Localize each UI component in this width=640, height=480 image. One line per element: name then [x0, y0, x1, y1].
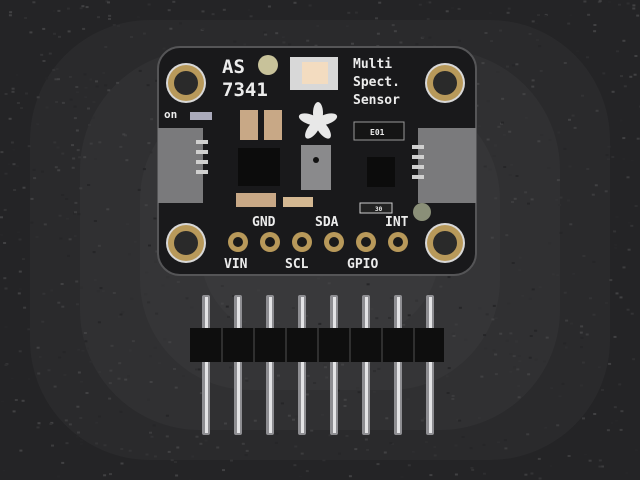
- stemma-connector-left: [158, 128, 203, 203]
- mounting-holes: [166, 63, 465, 263]
- as7341-sensor: [301, 145, 331, 190]
- pin-label-gnd: GND: [252, 215, 276, 230]
- power-led-label: on: [164, 108, 177, 121]
- capacitor: [283, 197, 313, 207]
- power-led: [190, 112, 212, 120]
- fiducial: [413, 203, 431, 221]
- pin-label-gpio: GPIO: [347, 257, 378, 272]
- description-line1: Multi: [353, 57, 392, 72]
- resistor: [359, 202, 393, 214]
- pin-header: [190, 295, 444, 435]
- pin-label-scl: SCL: [285, 257, 309, 272]
- adafruit-flower-logo: [298, 102, 338, 139]
- breakout-board: E01 30 AS 7341 Multi Spect. Sensor on GN…: [157, 46, 477, 276]
- level-shifter-chip: [367, 157, 395, 187]
- capacitor: [240, 110, 258, 140]
- ic-marking: E01: [370, 128, 385, 137]
- ic-e01: [353, 121, 405, 141]
- pin-label-sda: SDA: [315, 215, 339, 230]
- regulator-chip: [238, 148, 280, 186]
- chip-name-line1: AS: [222, 56, 245, 78]
- capacitor: [264, 110, 282, 140]
- resistor-marking: 30: [375, 206, 383, 213]
- stemma-connector-right: [418, 128, 476, 203]
- description-line2: Spect.: [353, 75, 400, 90]
- description-line3: Sensor: [353, 93, 400, 108]
- fiducial: [258, 55, 278, 75]
- pin-label-int: INT: [385, 215, 409, 230]
- chip-name-line2: 7341: [222, 79, 268, 101]
- capacitor: [236, 193, 276, 207]
- pin-label-vin: VIN: [224, 257, 248, 272]
- pin-pads: [228, 232, 408, 252]
- header-plastic: [190, 328, 444, 362]
